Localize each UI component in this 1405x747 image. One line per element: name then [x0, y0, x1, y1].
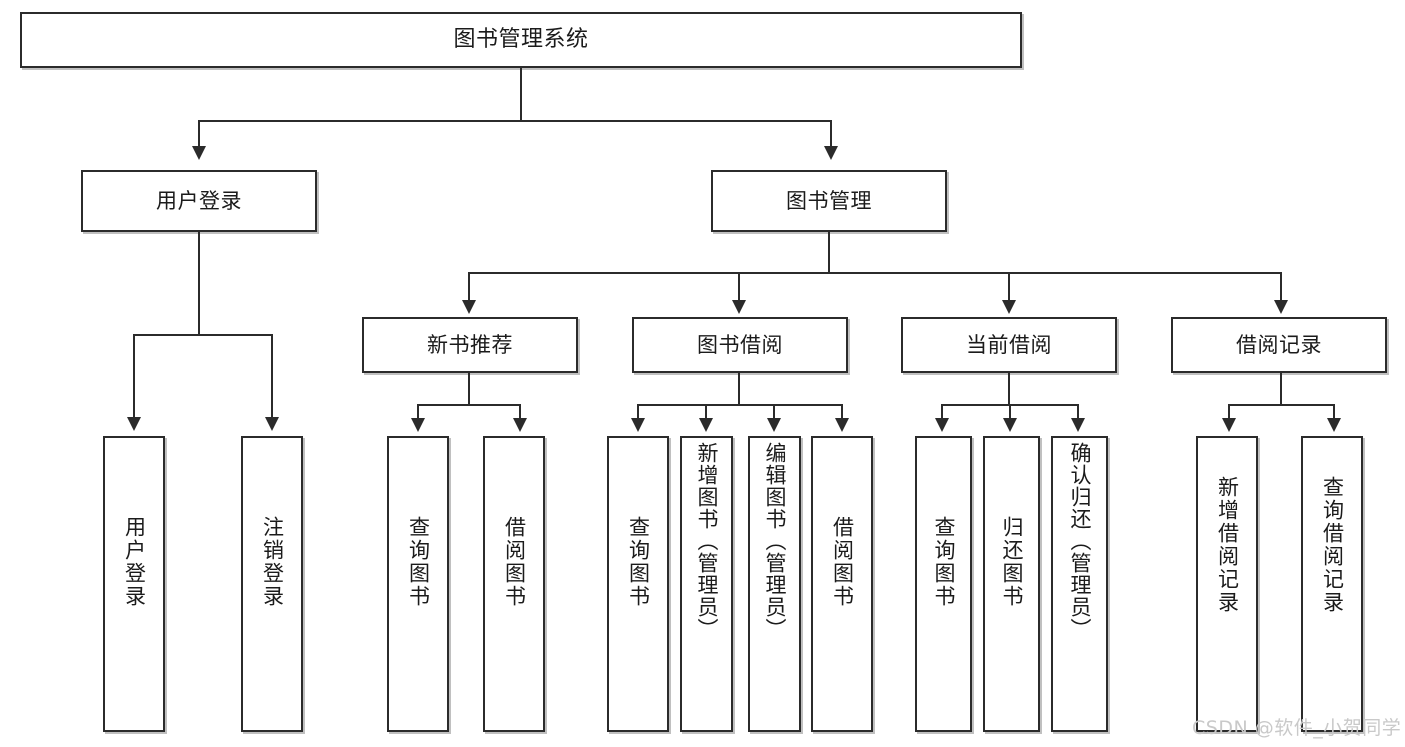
node-book-borrow[interactable]: 图书借阅 [632, 317, 848, 373]
node-label: 归还图书 [1000, 516, 1024, 608]
connector-book-manage-stem [828, 232, 830, 272]
node-current-borrow[interactable]: 当前借阅 [901, 317, 1117, 373]
connector-user-login-bar [133, 334, 271, 336]
connector-user-login-leg-1 [133, 334, 135, 417]
arrow-to-new-book-recommend [462, 300, 476, 314]
node-label: 用户登录 [156, 188, 242, 213]
node-label: 注销登录 [260, 516, 285, 608]
node-label: 借阅图书 [502, 516, 527, 608]
connector-book-manage-bar [468, 272, 1280, 274]
connector-cb-leg-3 [1077, 404, 1079, 418]
leaf-bb-borrow-book[interactable]: 借阅图书 [811, 436, 873, 732]
leaf-user-login[interactable]: 用户登录 [103, 436, 165, 732]
leaf-logout[interactable]: 注销登录 [241, 436, 303, 732]
node-label: 查询图书 [932, 516, 956, 608]
node-label: 用户登录 [122, 516, 147, 608]
arrow-to-book-manage [824, 146, 838, 160]
node-label: 图书管理系统 [453, 27, 589, 53]
node-new-book-recommend[interactable]: 新书推荐 [362, 317, 578, 373]
leaf-bb-query-book[interactable]: 查询图书 [607, 436, 669, 732]
watermark-credit: CSDN @软件_小贺同学 [1192, 717, 1402, 739]
connector-nbr-leg-2 [519, 404, 521, 418]
arrow-to-current-borrow [1002, 300, 1016, 314]
connector-bb-leg-2 [705, 404, 707, 418]
connector-bb-stem [738, 373, 740, 404]
leaf-cb-return-book[interactable]: 归还图书 [983, 436, 1040, 732]
arrow-br-leaf-2 [1327, 418, 1341, 432]
node-label: 确认归还（管理员） [1068, 442, 1092, 640]
connector-bb-leg-4 [841, 404, 843, 418]
arrow-cb-leaf-3 [1071, 418, 1085, 432]
node-label: 新书推荐 [427, 332, 513, 357]
arrow-bb-leaf-3 [767, 418, 781, 432]
connector-root-leg-right [830, 120, 832, 146]
connector-bm-leg-3 [1008, 272, 1010, 300]
leaf-cb-query-book[interactable]: 查询图书 [915, 436, 972, 732]
arrow-to-user-login [192, 146, 206, 160]
node-label: 当前借阅 [966, 332, 1052, 357]
node-label: 查询图书 [626, 516, 651, 608]
connector-user-login-stem [198, 232, 200, 334]
arrow-cb-leaf-2 [1003, 418, 1017, 432]
connector-root-stem [520, 68, 522, 120]
node-book-manage[interactable]: 图书管理 [711, 170, 947, 232]
node-label: 借阅图书 [830, 516, 855, 608]
node-borrow-record[interactable]: 借阅记录 [1171, 317, 1387, 373]
arrow-to-leaf-user-login [127, 417, 141, 431]
connector-br-leg-2 [1333, 404, 1335, 418]
node-user-login[interactable]: 用户登录 [81, 170, 317, 232]
connector-br-leg-1 [1228, 404, 1230, 418]
leaf-br-add-record[interactable]: 新增借阅记录 [1196, 436, 1258, 732]
node-label: 新增图书（管理员） [695, 442, 719, 640]
node-label: 图书管理 [786, 188, 872, 213]
arrow-nbr-leaf-2 [513, 418, 527, 432]
connector-bm-leg-4 [1280, 272, 1282, 300]
leaf-bb-add-book-admin[interactable]: 新增图书（管理员） [680, 436, 733, 732]
leaf-cb-confirm-return-admin[interactable]: 确认归还（管理员） [1051, 436, 1108, 732]
arrow-bb-leaf-1 [631, 418, 645, 432]
arrow-bb-leaf-2 [699, 418, 713, 432]
connector-cb-leg-1 [941, 404, 943, 418]
connector-root-leg-left [198, 120, 200, 146]
connector-cb-stem [1008, 373, 1010, 404]
connector-nbr-bar [417, 404, 519, 406]
node-label: 新增借阅记录 [1215, 476, 1240, 614]
arrow-br-leaf-1 [1222, 418, 1236, 432]
arrow-bb-leaf-4 [835, 418, 849, 432]
arrow-to-borrow-record [1274, 300, 1288, 314]
connector-root-bar [198, 120, 830, 122]
node-label: 查询借阅记录 [1320, 476, 1345, 614]
arrow-nbr-leaf-1 [411, 418, 425, 432]
node-label: 编辑图书（管理员） [763, 442, 787, 640]
connector-bb-leg-3 [773, 404, 775, 418]
leaf-nbr-borrow-book[interactable]: 借阅图书 [483, 436, 545, 732]
connector-user-login-leg-2 [271, 334, 273, 417]
node-label: 借阅记录 [1236, 332, 1322, 357]
leaf-br-query-record[interactable]: 查询借阅记录 [1301, 436, 1363, 732]
node-label: 图书借阅 [697, 332, 783, 357]
connector-bb-bar [637, 404, 841, 406]
connector-br-stem [1280, 373, 1282, 404]
connector-nbr-stem [468, 373, 470, 404]
connector-bb-leg-1 [637, 404, 639, 418]
connector-br-bar [1228, 404, 1333, 406]
node-root-system[interactable]: 图书管理系统 [20, 12, 1022, 68]
node-label: 查询图书 [406, 516, 431, 608]
arrow-to-leaf-logout [265, 417, 279, 431]
connector-bm-leg-2 [738, 272, 740, 300]
leaf-bb-edit-book-admin[interactable]: 编辑图书（管理员） [748, 436, 801, 732]
arrow-to-book-borrow [732, 300, 746, 314]
arrow-cb-leaf-1 [935, 418, 949, 432]
connector-nbr-leg-1 [417, 404, 419, 418]
leaf-nbr-query-book[interactable]: 查询图书 [387, 436, 449, 732]
connector-bm-leg-1 [468, 272, 470, 300]
connector-cb-leg-2 [1009, 404, 1011, 418]
